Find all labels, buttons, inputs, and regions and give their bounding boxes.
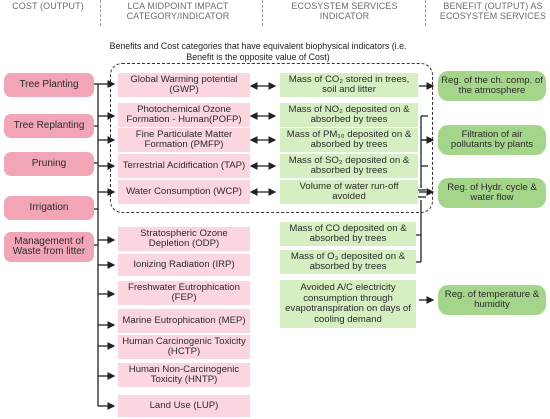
header-benefit: BENEFIT (OUTPUT) AS ECOSYSTEM SERVICES — [439, 1, 547, 21]
lca-hntp: Human Non-Carcinogenic Toxicity (HNTP) — [118, 363, 250, 387]
eco-pm10: Mass of PM₁₀ deposited on & absorbed by … — [280, 128, 418, 152]
lca-mep: Marine Eutrophication (MEP) — [118, 309, 250, 333]
equivalence-note: Benefits and Cost categories that have e… — [109, 41, 407, 62]
benefit-water-flow: Reg. of Hydr. cycle & water flow — [438, 178, 546, 208]
eco-co: Mass of CO deposited on & absorbed by tr… — [280, 222, 416, 246]
cost-pruning: Pruning — [4, 152, 94, 176]
lca-wcp: Water Consumption (WCP) — [118, 180, 250, 204]
header-eco: ECOSYSTEM SERVICES INDICATOR — [291, 1, 398, 21]
header-lca: LCA MIDPOINT IMPACT CATEGORY/INDICATOR — [126, 1, 230, 21]
eco-no2: Mass of NO₂ deposited on & absorbed by t… — [280, 103, 418, 127]
lca-odp: Stratospheric Ozone Depletion (ODP) — [118, 227, 250, 251]
cost-waste-management: Management of Waste from litter — [4, 232, 94, 262]
eco-water-runoff: Volume of water run-off avoided — [280, 180, 418, 204]
lca-pofp: Photochemical Ozone Formation - Human(PO… — [118, 103, 250, 127]
lca-fep: Freshwater Eutrophication (FEP) — [118, 281, 250, 305]
eco-so2: Mass of SO₂ deposited on & absorbed by t… — [280, 154, 418, 178]
benefit-atmosphere: Reg. of the ch. comp. of the atmosphere — [438, 71, 546, 101]
cost-tree-planting: Tree Planting — [4, 73, 94, 97]
eco-o3: Mass of O₃ deposited on & absorbed by tr… — [280, 250, 416, 274]
cost-irrigation: Irrigation — [4, 196, 94, 220]
benefit-temperature: Reg. of temperature & humidity — [438, 285, 546, 315]
lca-hctp: Human Carcinogenic Toxicity (HCTP) — [118, 335, 250, 359]
header-divider — [100, 0, 101, 26]
cost-tree-replanting: Tree Replanting — [4, 114, 94, 138]
lca-tap: Terrestrial Acidification (TAP) — [118, 154, 250, 178]
header-divider — [262, 0, 263, 26]
lca-lup: Land Use (LUP) — [118, 395, 250, 417]
eco-co2: Mass of CO₂ stored in trees, soil and li… — [280, 73, 418, 97]
benefit-air-filtration: Filtration of air pollutants by plants — [438, 125, 546, 155]
header-divider — [425, 0, 426, 26]
lca-irp: Ionizing Radiation (IRP) — [118, 254, 250, 276]
lca-gwp: Global Warming potential (GWP) — [118, 73, 250, 97]
header-cost: COST (OUTPUT) — [12, 1, 84, 11]
eco-ac-electricity: Avoided A/C electricity consumption thro… — [280, 280, 416, 328]
lca-pmfp: Fine Particulate Matter Formation (PMFP) — [118, 128, 250, 152]
